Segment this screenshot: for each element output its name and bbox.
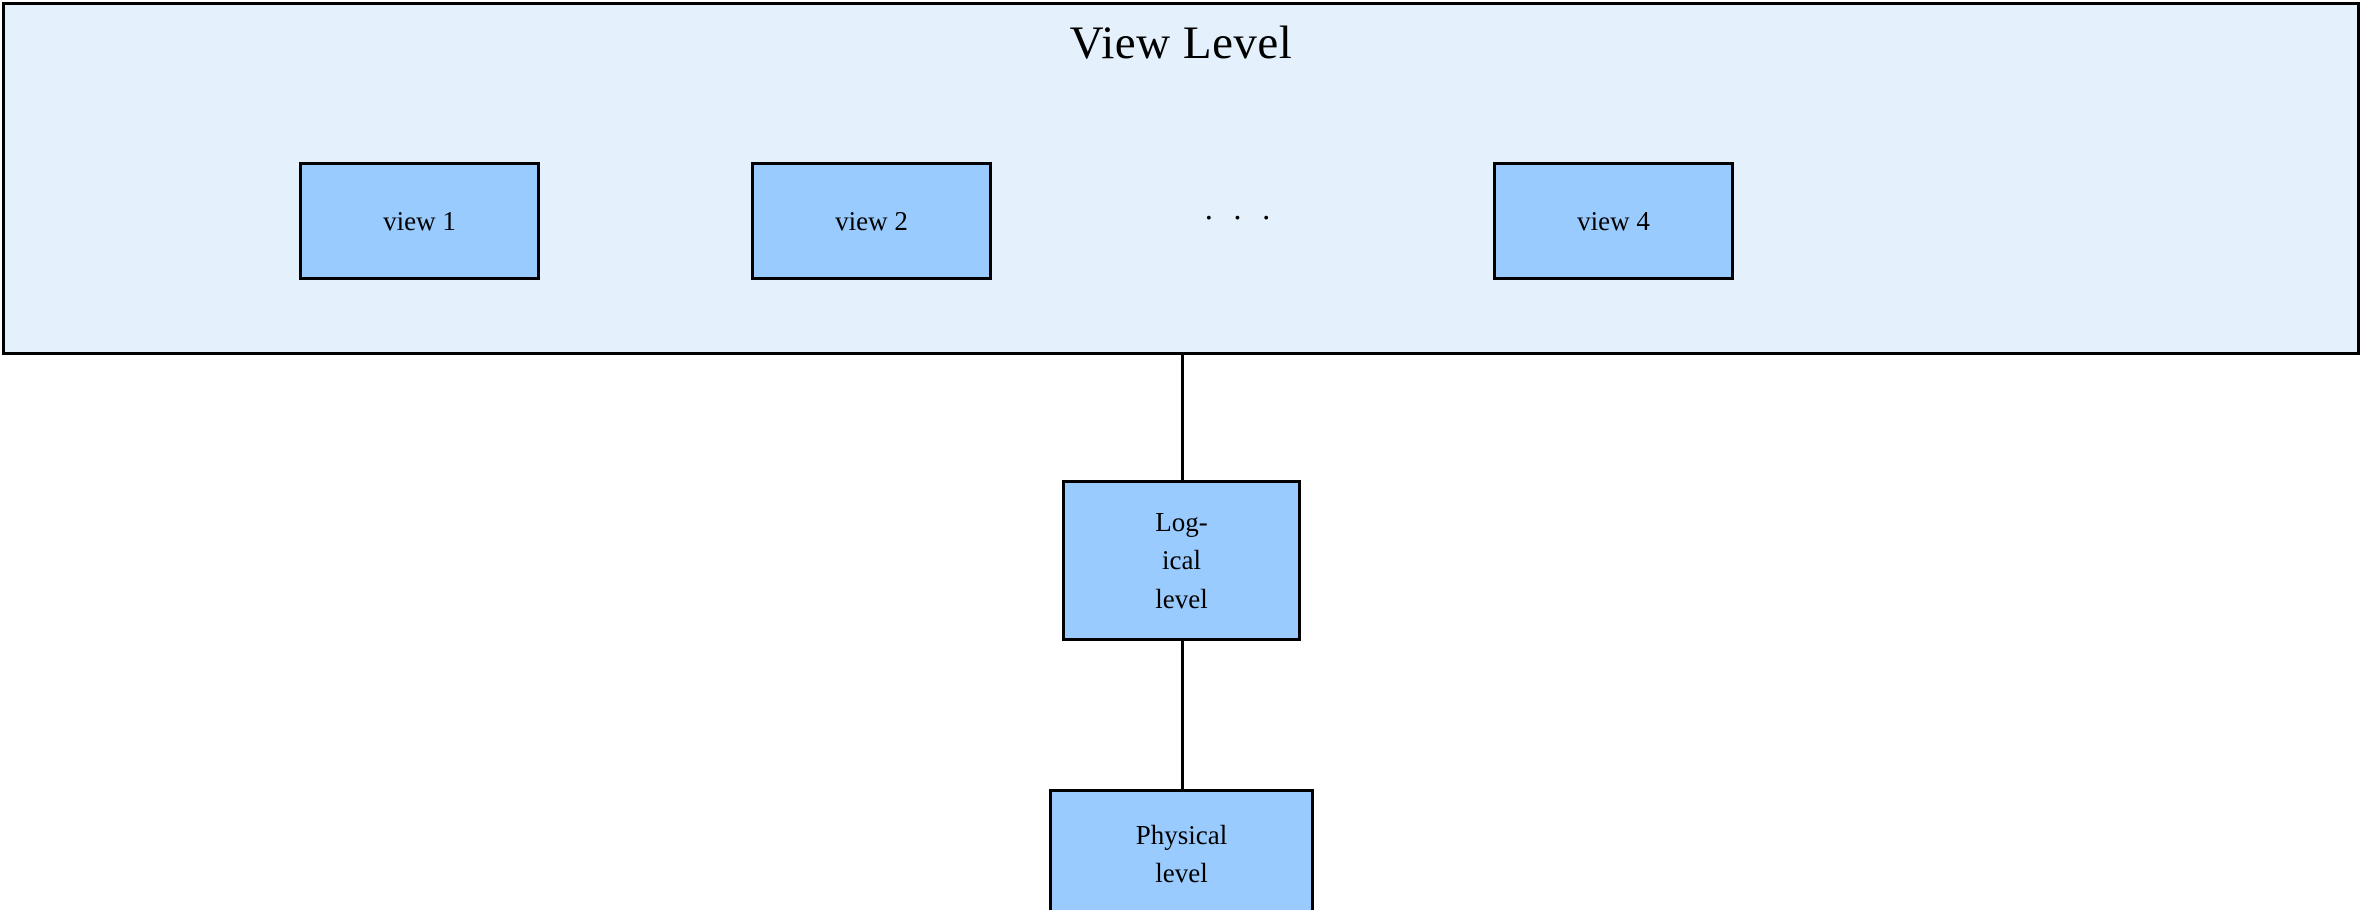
- view-level-title: View Level: [1069, 17, 1293, 69]
- connector-logical-to-physical: [1181, 639, 1184, 791]
- logical-level-label: Log- ical level: [1155, 507, 1208, 614]
- view-box-2[interactable]: view 2: [751, 162, 992, 280]
- view-box-4[interactable]: view 4: [1493, 162, 1734, 280]
- logical-level-box[interactable]: Log- ical level: [1062, 480, 1301, 641]
- view-box-1-label: view 1: [383, 205, 456, 236]
- view-box-2-label: view 2: [835, 205, 908, 236]
- view-level-panel: View Level view 1 view 2 · · · view 4: [2, 2, 2360, 355]
- view-box-1[interactable]: view 1: [299, 162, 540, 280]
- connector-view-to-logical: [1181, 353, 1184, 483]
- physical-level-box[interactable]: Physical level: [1049, 789, 1314, 910]
- views-ellipsis: · · ·: [1203, 199, 1277, 235]
- physical-level-label: Physical level: [1135, 819, 1228, 888]
- view-box-4-label: view 4: [1577, 205, 1650, 236]
